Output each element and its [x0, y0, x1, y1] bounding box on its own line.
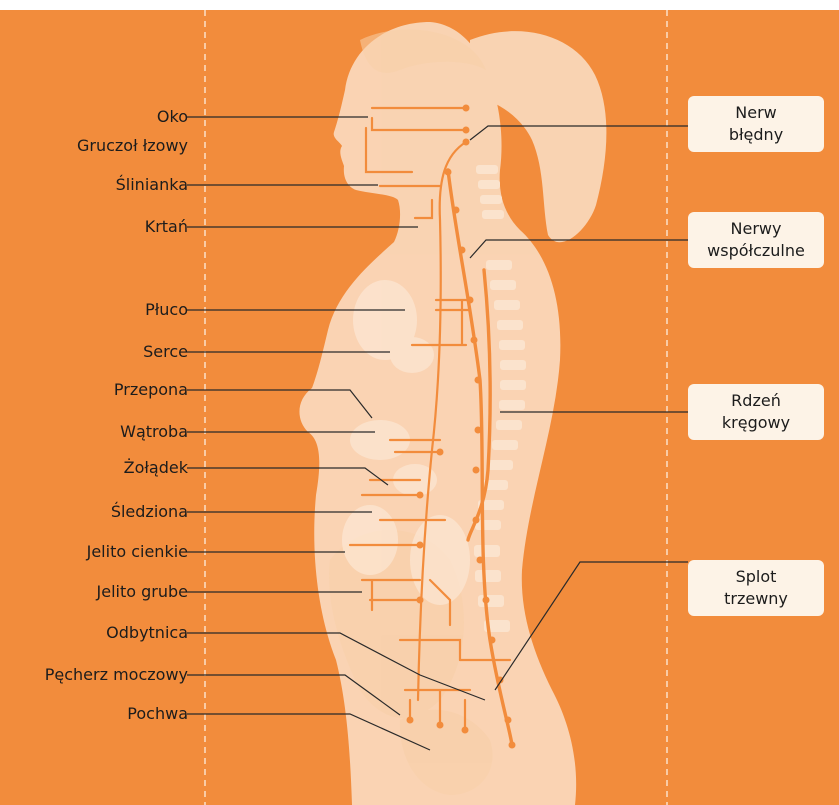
box-splot-trzewny-line2: trzewny — [688, 588, 824, 610]
box-nerw-bledny: Nerw błędny — [688, 96, 824, 152]
box-nerwy-wspolczulne-line1: Nerwy — [688, 218, 824, 240]
label-pecherz-moczowy: Pęcherz moczowy — [45, 665, 188, 685]
box-splot-trzewny-line1: Splot — [688, 566, 824, 588]
label-przepona: Przepona — [114, 380, 188, 400]
box-nerw-bledny-line2: błędny — [688, 124, 824, 146]
box-rdzen-kregowy-line2: kręgowy — [688, 412, 824, 434]
label-krtan: Krtań — [145, 217, 188, 237]
top-strip — [0, 0, 839, 10]
label-slinianka: Ślinianka — [116, 175, 188, 195]
box-nerwy-wspolczulne: Nerwy współczulne — [688, 212, 824, 268]
box-rdzen-kregowy: Rdzeń kręgowy — [688, 384, 824, 440]
label-pluco: Płuco — [145, 300, 188, 320]
label-jelito-grube: Jelito grube — [97, 582, 188, 602]
box-splot-trzewny: Splot trzewny — [688, 560, 824, 616]
label-pochwa: Pochwa — [127, 704, 188, 724]
label-oko: Oko — [157, 107, 188, 127]
box-nerw-bledny-line1: Nerw — [688, 102, 824, 124]
label-odbytnica: Odbytnica — [106, 623, 188, 643]
label-sledziona: Śledziona — [111, 502, 188, 522]
label-gruczol-lzowy: Gruczoł łzowy — [77, 136, 188, 156]
label-zoladek: Żołądek — [124, 458, 188, 478]
label-jelito-cienkie: Jelito cienkie — [87, 542, 188, 562]
box-nerwy-wspolczulne-line2: współczulne — [688, 240, 824, 262]
box-rdzen-kregowy-line1: Rdzeń — [688, 390, 824, 412]
label-serce: Serce — [143, 342, 188, 362]
label-watroba: Wątroba — [120, 422, 188, 442]
